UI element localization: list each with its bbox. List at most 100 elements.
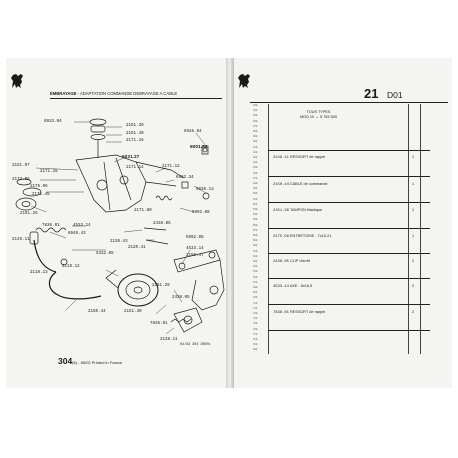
part-callout: 6948.43 [68, 232, 86, 236]
lion-logo-icon [11, 74, 23, 88]
part-name: RESSORT de rappel [290, 155, 326, 159]
exploded-diagram [15, 118, 225, 335]
part-callout: 2171.45 [32, 193, 50, 197]
part-callout: 2149.11 [12, 238, 30, 242]
part-qty: 1 [412, 234, 415, 238]
part-callout: 6926.04 [184, 130, 202, 134]
line-number: 610 [253, 249, 258, 253]
row-rule [268, 176, 430, 177]
part-callout: 2118.13 [30, 271, 48, 275]
washer-part [22, 187, 42, 197]
rubber-pad-hole [21, 201, 31, 207]
part-callout: 2151.26 [20, 212, 38, 216]
rubber-pad [15, 197, 37, 211]
line-number: 620 [253, 254, 258, 258]
part-ref: 2438.05 [273, 260, 289, 264]
line-number: 500 [253, 192, 258, 196]
pedal-spring [170, 318, 192, 323]
page-number: 21 [364, 86, 379, 101]
parts-row: 2150.44 CABLE de commande [273, 182, 328, 187]
parts-row: 4533.14 AXE - 8x16,5 [273, 284, 312, 289]
drum-bracket [105, 269, 119, 289]
part-callout: 2173.06 [12, 178, 30, 182]
line-number: 420 [253, 150, 258, 154]
line-number: 760 [253, 327, 258, 331]
bolt-head [202, 147, 208, 153]
line-number: 440 [253, 161, 258, 165]
pin-part [143, 227, 167, 231]
line-number: 790 [253, 343, 258, 347]
footer-code: 04/93 304 20D01 [180, 343, 211, 347]
cable-drum-inner [125, 280, 151, 300]
part-qty: 2 [412, 259, 415, 263]
line-number: 710 [253, 301, 258, 305]
line-number: 480 [253, 182, 258, 185]
part-callout: 6001.34 [190, 145, 208, 150]
part-callout: 6936.13 [196, 188, 214, 192]
line-number: 550 [253, 218, 258, 222]
part-ref: 4533.14 [273, 285, 289, 289]
page-footer: 304(6) - 85/02 Printed in France [58, 356, 122, 366]
part-callout: 2150.47 [186, 254, 204, 258]
line-number: 660 [253, 275, 258, 279]
part-qty: 2 [412, 284, 415, 288]
part-callout: 2151.40 [126, 132, 144, 136]
parts-row: 2149.11 RESSORT de rappel [273, 155, 325, 160]
section-title: EMBRAYAGE [50, 91, 77, 96]
part-callout: 5902.08 [186, 236, 204, 240]
part-qty: 2 [412, 310, 415, 314]
types-label: TOUS TYPES [306, 110, 331, 114]
line-number: 740 [253, 317, 258, 321]
line-number: 780 [253, 338, 258, 341]
line-number: 370 [253, 124, 258, 128]
cable-drum [117, 273, 159, 307]
bracket-hole [96, 179, 108, 191]
part-name: AXE - 8x16,5 [289, 284, 313, 288]
part-callout: 2120.43 [110, 240, 128, 244]
part-callout: 2171.12 [162, 165, 180, 169]
part-name: CABLE de commande [290, 182, 328, 186]
column-rule [420, 104, 421, 354]
part-callout: 2119.12 [62, 265, 80, 269]
return-spring [155, 195, 173, 201]
cable-drum-hub [133, 286, 143, 294]
part-callout: 4533.14 [186, 247, 204, 251]
line-number: 340 [253, 109, 258, 113]
parts-row: 2438.05 CLIP d'arrêt [273, 259, 310, 264]
line-number: 350 [253, 114, 258, 118]
line-number: 380 [253, 130, 258, 133]
line-number: 470 [253, 176, 258, 180]
line-number: 770 [253, 332, 258, 336]
line-number: 520 [253, 202, 258, 206]
line-number: 700 [253, 296, 258, 300]
line-number: 390 [253, 135, 258, 139]
plate-hole [183, 315, 193, 325]
row-rule [268, 330, 430, 331]
part-callout: 2171.80 [134, 209, 152, 213]
line-number: 490 [253, 187, 258, 191]
right-page [232, 58, 452, 388]
cable-end-fitting [29, 231, 39, 245]
part-callout: 6933.04 [44, 120, 62, 124]
lever-arm [145, 181, 177, 187]
page-code: D01 [387, 90, 403, 100]
part-qty: 1 [412, 208, 415, 212]
line-number: 730 [253, 312, 258, 315]
row-rule [268, 278, 430, 279]
mod-line: MOD 10 → 5 763 509 [300, 114, 337, 119]
link-hole [208, 251, 216, 259]
applicability-header: TOUS TYPES MOD 10 → 5 763 509 [300, 110, 337, 120]
line-number: 640 [253, 265, 258, 269]
part-ref: 2151.26 [273, 209, 289, 213]
link-hole [178, 262, 186, 270]
line-number: 580 [253, 234, 258, 237]
line-number: 670 [253, 280, 258, 284]
part-callout: 2175.06 [30, 185, 48, 189]
cable-clip [60, 258, 68, 266]
line-number: 330 [253, 104, 258, 107]
part-ref: 2149.11 [273, 156, 289, 160]
model-suffix: (6) [72, 360, 78, 365]
part-callout: 2150.44 [88, 310, 106, 314]
bolt-part [201, 145, 209, 155]
